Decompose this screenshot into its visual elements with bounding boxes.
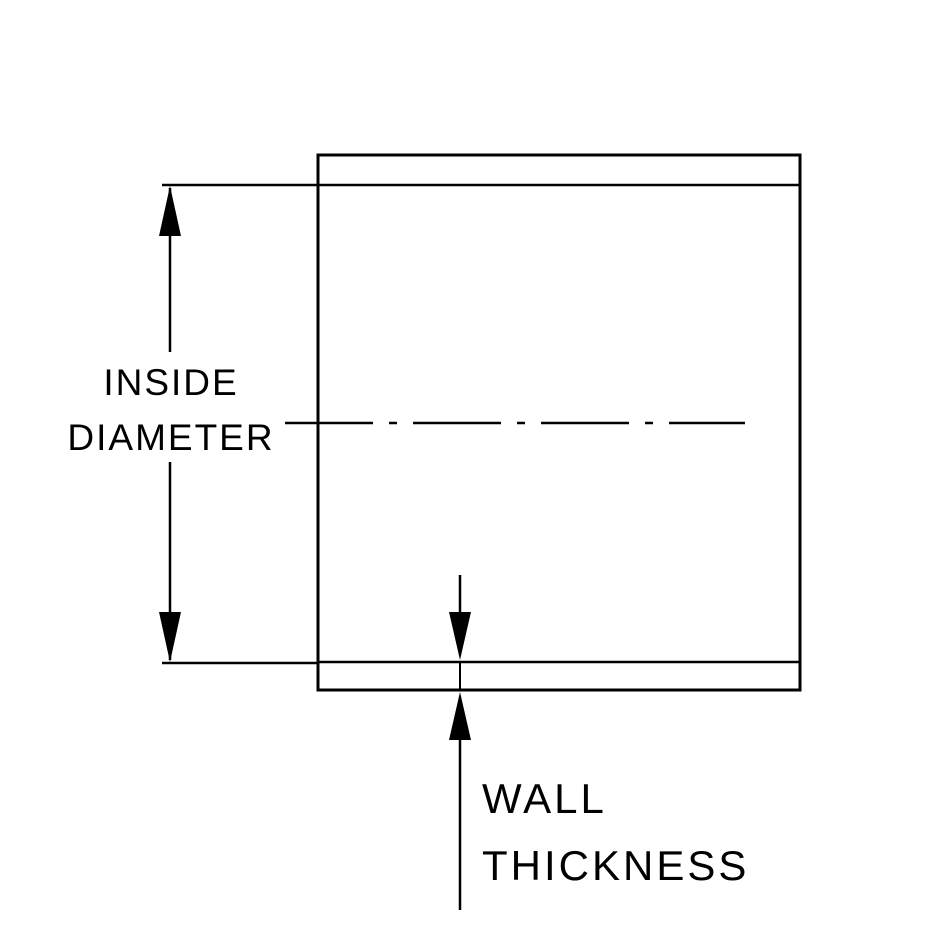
wall-thickness-label-line1: WALL — [482, 775, 607, 822]
inside-diameter-arrow-up-icon — [159, 186, 181, 236]
wall-thickness-arrow-down-icon — [449, 612, 471, 660]
inside-diameter-label-line2: DIAMETER — [67, 417, 274, 458]
inside-diameter-label-line1: INSIDE — [103, 362, 238, 403]
top-wall-hatched-section — [316, 153, 802, 187]
bottom-wall-hatched-section — [316, 660, 802, 692]
wall-thickness-label-line2: THICKNESS — [482, 842, 749, 889]
wall-thickness-arrow-up-icon — [449, 692, 471, 740]
inside-diameter-arrow-down-icon — [159, 612, 181, 662]
